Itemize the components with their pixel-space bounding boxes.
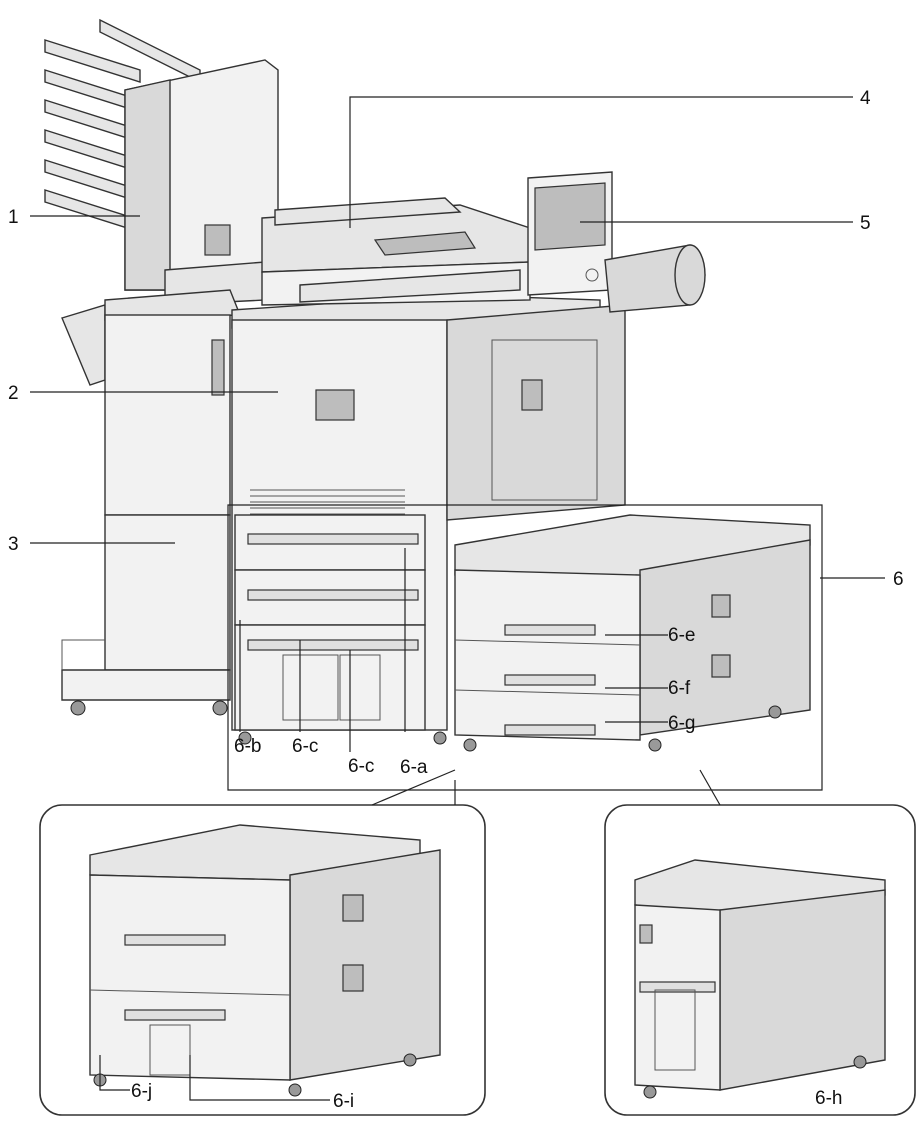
label-2: 2: [8, 383, 19, 404]
document-feeder: [261, 197, 531, 306]
main-unit: [231, 294, 626, 745]
inset-panel-left: [39, 769, 486, 1116]
main-unit-vent: [250, 489, 405, 515]
leader-4: [349, 96, 853, 228]
label-6-f: 6-f: [668, 678, 691, 699]
label-6-a: 6-a: [400, 757, 428, 778]
finisher: [44, 18, 279, 716]
label-6-b: 6-b: [234, 736, 261, 757]
label-6: 6: [893, 569, 904, 590]
inset-panel-right: [604, 769, 916, 1116]
paper-feeder-6: [454, 514, 811, 752]
finisher-output-trays: [44, 18, 201, 233]
label-6-g: 6-g: [668, 713, 695, 734]
label-3: 3: [8, 534, 19, 555]
label-6-c-2: 6-c: [348, 756, 374, 777]
label-6-i: 6-i: [333, 1091, 354, 1112]
label-4: 4: [860, 88, 871, 109]
label-1: 1: [8, 207, 19, 228]
callout-lines: [30, 96, 885, 752]
label-6-j: 6-j: [131, 1081, 152, 1102]
option-6-bracket: [227, 504, 823, 791]
main-unit-drawers: [234, 514, 426, 731]
component-labels: 1 2 3 4 5 6 6-a 6-b 6-c 6-c 6-e 6-f 6-g …: [8, 88, 904, 1112]
control-panel: [527, 171, 706, 313]
label-6-h: 6-h: [815, 1088, 842, 1109]
label-5: 5: [860, 213, 871, 234]
label-6-e: 6-e: [668, 625, 695, 646]
label-6-c-1: 6-c: [292, 736, 318, 757]
